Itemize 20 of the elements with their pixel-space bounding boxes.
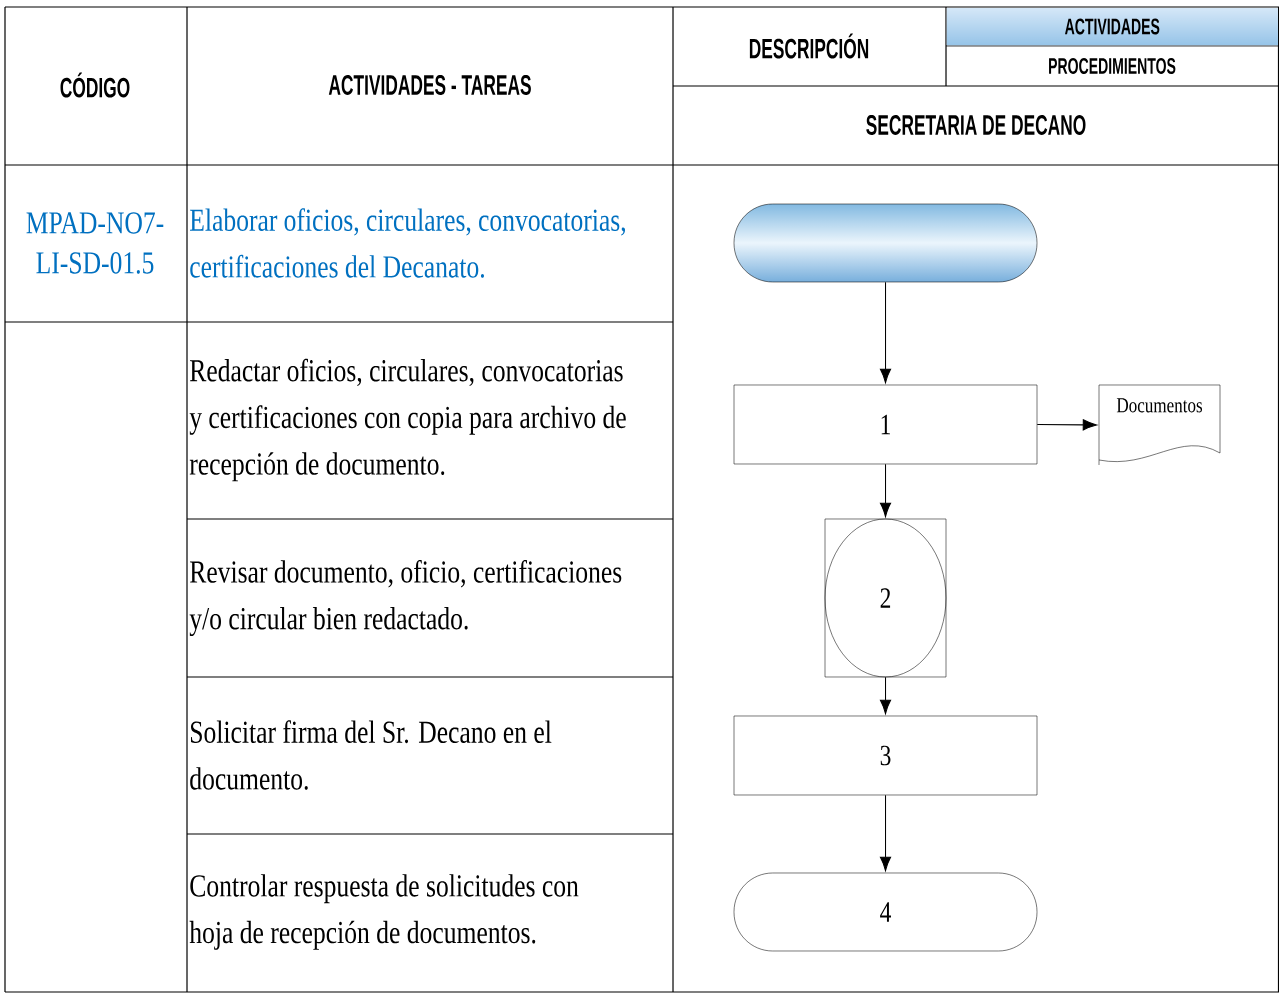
- header-text: SECRETARIA DE DECANO: [866, 115, 1086, 135]
- task-text: Redactar oficios, circulares, convocatorias y certificaciones con copia para archivo de recepción de documento.: [189, 358, 626, 482]
- arrow: [879, 281, 892, 384]
- header-cell: ACTIVIDADES: [1065, 18, 1160, 35]
- code-text: MPAD-NO7-LI-SD-01.5: [26, 212, 164, 274]
- arrow: [879, 794, 892, 872]
- process-box: 3: [733, 715, 1038, 796]
- process-box: 1: [733, 384, 1038, 465]
- task-text: Elaborar oficios, circulares, convocatorias, certificaciones del Decanato.: [190, 208, 626, 278]
- header-text: ACTIVIDADES - TAREAS: [328, 75, 531, 95]
- arrow: [1036, 419, 1098, 431]
- arrow: [879, 676, 892, 715]
- header-text: CÓDIGO: [60, 72, 130, 98]
- terminal-shape: [733, 203, 1038, 283]
- header-text: DESCRIPCIÓN: [749, 33, 869, 59]
- task-text: Controlar respuesta de solicitudes con hoja de recepción de documentos.: [189, 874, 579, 950]
- task-text: Revisar documento, oficio, certificaciones y/o circular bien redactado.: [189, 559, 622, 637]
- arrow: [879, 463, 892, 518]
- header-text: PROCEDIMIENTOS: [1049, 57, 1176, 75]
- task-text: Solicitar firma del Sr. Decano en el documento.: [190, 720, 552, 790]
